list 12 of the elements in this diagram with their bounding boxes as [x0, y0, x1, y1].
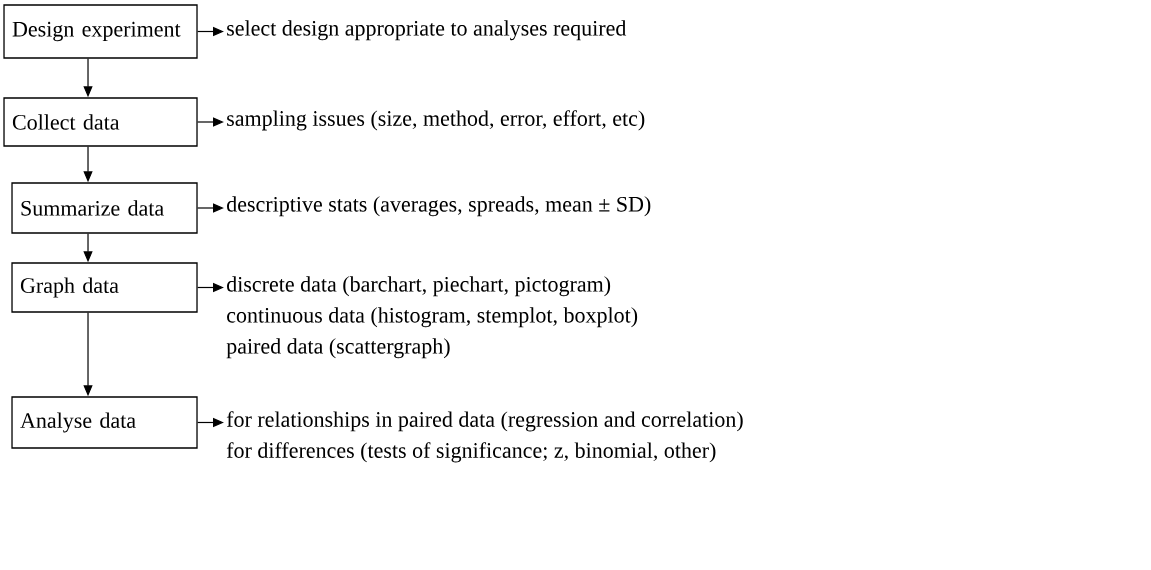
- process-box: Analyse data: [11, 396, 198, 449]
- annotation-text: select design appropriate to analyses required: [227, 20, 627, 41]
- annotation-text: descriptive stats (averages, spreads, mean ± SD): [227, 196, 651, 217]
- arrow: [197, 117, 224, 127]
- arrow: [197, 203, 224, 213]
- annotation-text: discrete data (barchart, piechart, pictogram) continuous data (histogram, stemplot, boxplot) paired data (scattergraph): [226, 276, 638, 359]
- annotation-text: sampling issues (size, method, error, effort, etc): [227, 110, 645, 131]
- process-box: Summarize data: [11, 182, 198, 234]
- process-box: Collect data: [3, 97, 198, 147]
- process-box: Design experiment: [3, 4, 198, 59]
- annotation-text: for relationships in paired data (regression and correlation) for differences (tests of significance; z, binomial, other): [226, 411, 743, 463]
- process-box: Graph data: [11, 262, 198, 313]
